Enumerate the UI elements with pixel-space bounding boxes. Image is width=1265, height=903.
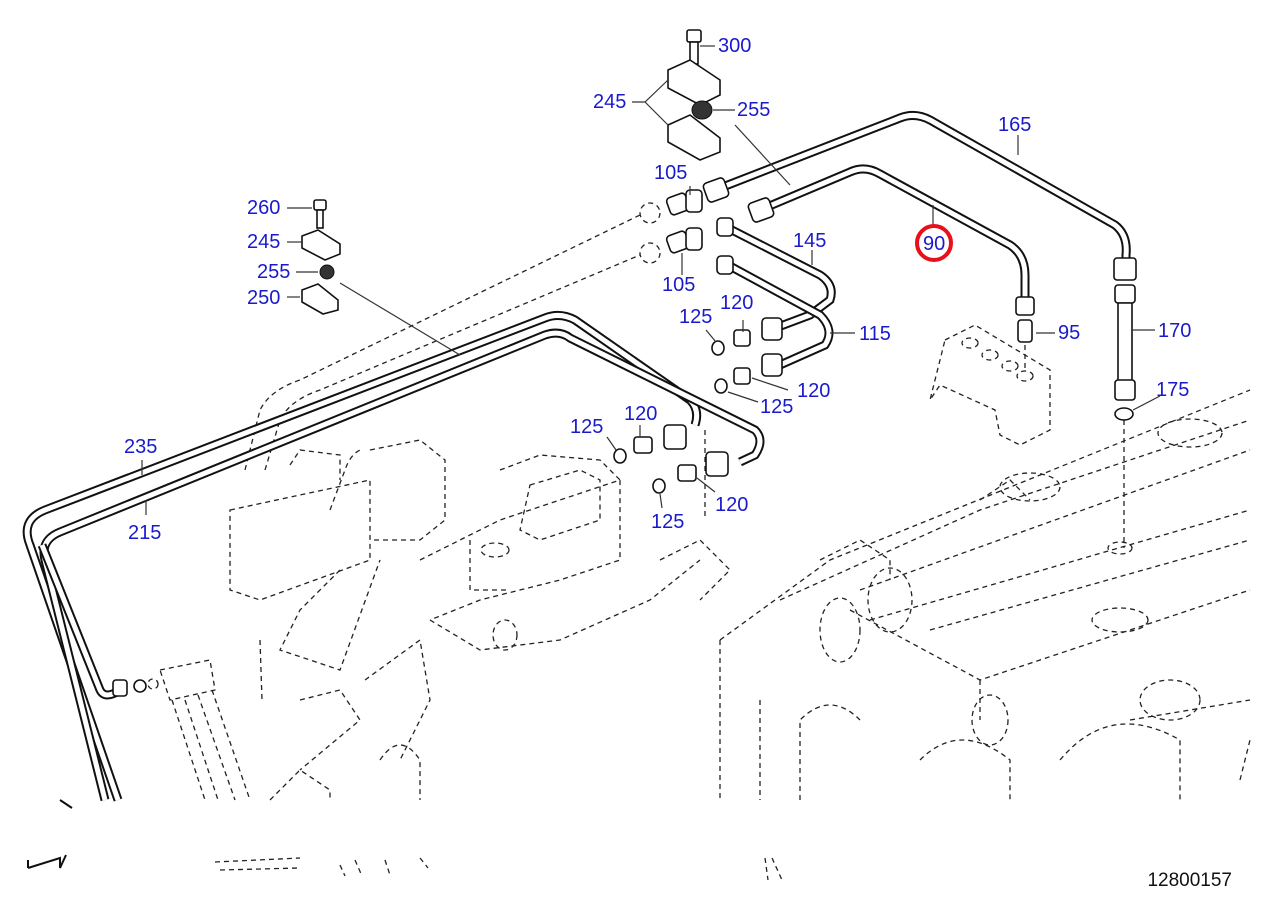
callout-215[interactable]: 215 [128,522,162,544]
callout-105[interactable]: 105 [662,274,696,296]
callout-105[interactable]: 105 [654,162,688,184]
fittings [613,177,1137,494]
callout-115[interactable]: 115 [859,323,891,345]
pipe-115 [725,261,834,370]
highlight-ring [915,224,953,262]
bracket-phantom [929,324,1051,446]
callout-120[interactable]: 120 [797,380,831,402]
leader-lines [141,45,1161,515]
callout-250[interactable]: 250 [247,287,281,309]
engine-block-phantom [719,389,1251,800]
callout-245[interactable]: 245 [247,231,281,253]
callout-120[interactable]: 120 [715,494,749,516]
callout-120[interactable]: 120 [624,403,658,425]
phantom-pipes [244,202,1125,548]
callout-125[interactable]: 125 [651,511,685,533]
document-number: 12800157 [1147,870,1232,891]
pipe-145 [725,223,836,335]
callout-145[interactable]: 145 [793,230,827,252]
callout-125[interactable]: 125 [760,396,794,418]
callout-255[interactable]: 255 [737,99,771,121]
pump-housing-phantom [229,439,731,801]
callout-260[interactable]: 260 [247,197,281,219]
callout-125[interactable]: 125 [679,306,713,328]
clamp-set-top [301,29,721,315]
callout-175[interactable]: 175 [1156,379,1190,401]
callout-300[interactable]: 300 [718,35,752,57]
pipe-165 [713,110,1131,262]
pipe-235 [22,310,702,802]
edge-fragments [27,799,783,881]
callout-95[interactable]: 95 [1058,322,1081,344]
injector-phantom [159,659,251,801]
callout-125[interactable]: 125 [570,416,604,438]
callout-165[interactable]: 165 [998,114,1032,136]
callout-120[interactable]: 120 [720,292,754,314]
callout-170[interactable]: 170 [1158,320,1192,342]
callout-235[interactable]: 235 [124,436,158,458]
callout-90-highlighted[interactable]: 90 [923,233,946,255]
pipe-90 [758,164,1030,300]
callout-245[interactable]: 245 [593,91,627,113]
pipe-215-branch [37,543,159,700]
callout-255[interactable]: 255 [257,261,291,283]
